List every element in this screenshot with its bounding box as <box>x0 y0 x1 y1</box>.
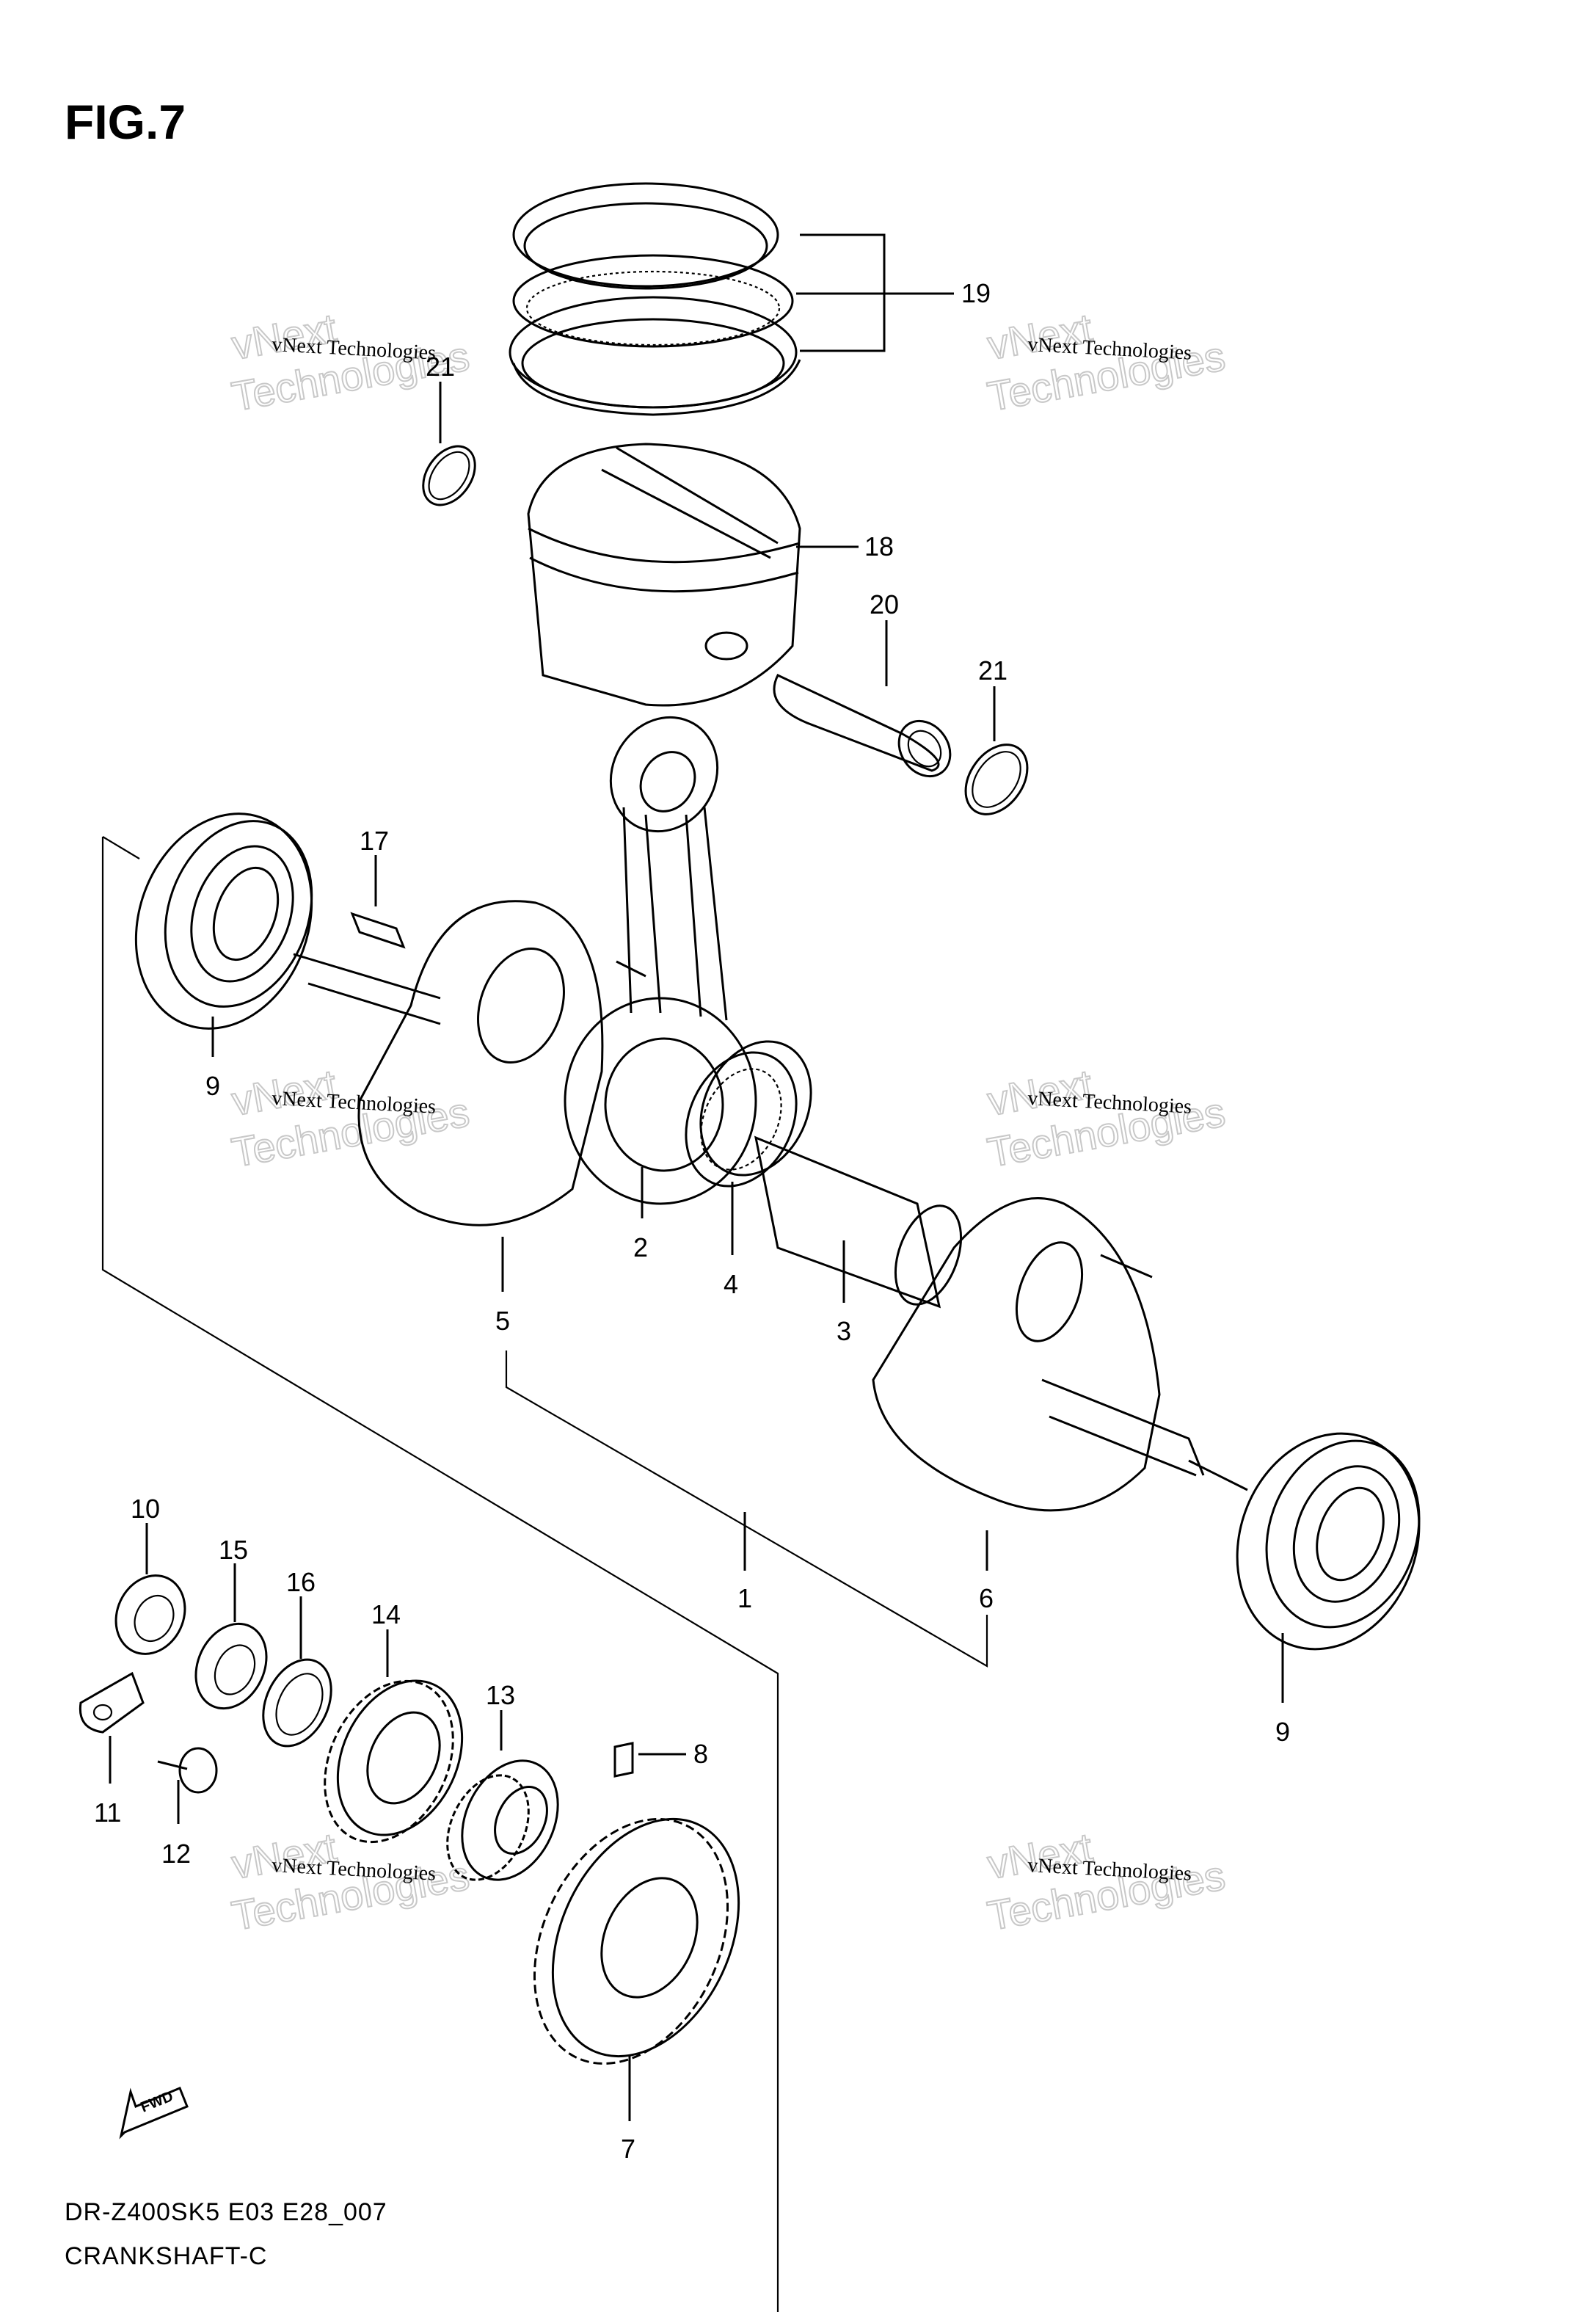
bearing-left <box>134 813 313 1030</box>
callout-13: 13 <box>486 1680 515 1710</box>
piston-rings <box>509 182 801 416</box>
crank-pin <box>754 1135 963 1309</box>
callout-11: 11 <box>94 1797 121 1828</box>
part-15-nut <box>194 1622 268 1710</box>
watermark-company: vNext Technologies <box>272 1854 437 1886</box>
circlip-left <box>422 445 476 506</box>
crank-web-left <box>293 900 646 1226</box>
connecting-rod <box>564 716 757 1205</box>
needle-bearing <box>685 1040 812 1188</box>
part-16-washer <box>262 1658 332 1748</box>
watermark-company: vNext Technologies <box>272 333 437 365</box>
part-12-screw <box>157 1747 218 1794</box>
callout-21: 21 <box>426 352 455 382</box>
piston-pin <box>773 674 952 778</box>
callout-19: 19 <box>961 278 991 308</box>
leader-19 <box>796 233 954 352</box>
callout-3: 3 <box>837 1316 851 1346</box>
callout-17: 17 <box>360 826 389 856</box>
callout-16: 16 <box>286 1567 316 1597</box>
fwd-arrow-icon: FWD <box>119 2087 189 2140</box>
model-code: DR-Z400SK5 E03 E28_007 <box>65 2198 387 2226</box>
circlip-right <box>964 744 1029 815</box>
callout-21: 21 <box>978 655 1007 686</box>
watermark-bottom-left: vNext Technologies vNext Technologies <box>227 1823 473 1940</box>
callout-9: 9 <box>1275 1717 1290 1747</box>
part-7-gear <box>533 1817 740 2065</box>
watermark-company: vNext Technologies <box>1027 1854 1192 1886</box>
part-14-gear <box>324 1679 464 1844</box>
assembly-frame-left <box>101 837 779 2312</box>
callout-8: 8 <box>693 1739 708 1769</box>
fwd-label: FWD <box>139 2088 175 2115</box>
part-10-bush <box>114 1574 186 1655</box>
piston <box>527 443 801 707</box>
callout-18: 18 <box>864 531 894 561</box>
callout-20: 20 <box>870 589 899 619</box>
callout-labels: 19 21 18 20 21 17 9 2 4 3 5 1 6 9 10 15 … <box>94 278 1290 2164</box>
watermark-middle-right: vNext Technologies vNext Technologies <box>983 1060 1229 1177</box>
section-name: CRANKSHAFT-C <box>65 2242 268 2270</box>
watermark-bottom-right: vNext Technologies vNext Technologies <box>983 1823 1229 1940</box>
watermark-company: vNext Technologies <box>1027 333 1192 365</box>
callout-7: 7 <box>621 2134 635 2164</box>
watermark-middle-left: vNext Technologies vNext Technologies <box>227 1060 473 1177</box>
figure-title: FIG.7 <box>65 95 186 149</box>
bearing-right <box>1236 1432 1421 1651</box>
assembly-frame-right <box>505 1351 988 1668</box>
callout-2: 2 <box>633 1232 648 1262</box>
part-13-gear <box>446 1759 559 1881</box>
callout-14: 14 <box>371 1599 401 1629</box>
callout-9: 9 <box>205 1071 220 1101</box>
callout-4: 4 <box>724 1269 738 1299</box>
part-8-pin <box>613 1742 634 1778</box>
callout-1: 1 <box>737 1583 752 1613</box>
callout-6: 6 <box>979 1583 994 1613</box>
key <box>350 912 406 949</box>
crank-web-right <box>872 1197 1248 1512</box>
callout-5: 5 <box>495 1306 510 1336</box>
callout-15: 15 <box>219 1535 248 1565</box>
callout-12: 12 <box>161 1839 191 1869</box>
part-11-plate <box>79 1671 145 1734</box>
callout-10: 10 <box>131 1494 160 1524</box>
watermark-top-right: vNext Technologies vNext Technologies <box>983 304 1229 421</box>
